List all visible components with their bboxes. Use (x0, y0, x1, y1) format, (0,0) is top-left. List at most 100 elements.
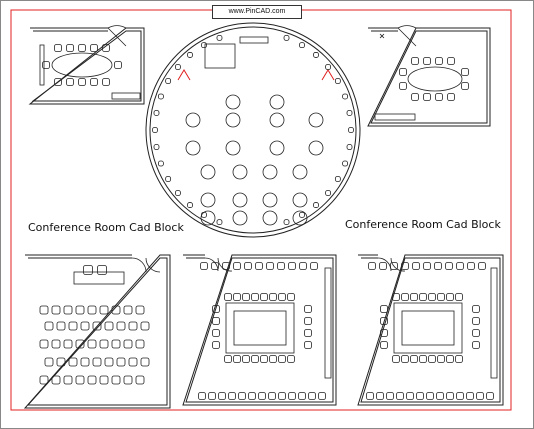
chair (116, 321, 126, 331)
chair (399, 68, 407, 76)
double-door (377, 257, 406, 272)
chair (63, 339, 73, 349)
chair (308, 392, 316, 400)
circular-wall-outer (145, 22, 361, 238)
chair (466, 392, 474, 400)
chair (216, 35, 223, 41)
chair (342, 160, 348, 167)
chair (212, 317, 220, 325)
chair (140, 357, 150, 367)
plant-symbol (379, 33, 385, 39)
chair (269, 112, 285, 128)
chair (102, 44, 110, 52)
wall-inner (26, 257, 168, 406)
chair (472, 341, 480, 349)
chair (242, 293, 250, 301)
chair (472, 329, 480, 337)
room-bottom-right (357, 254, 504, 406)
chair (92, 321, 102, 331)
chair (366, 392, 374, 400)
chair (304, 341, 312, 349)
chair (380, 305, 388, 313)
chair (461, 82, 469, 90)
chair (348, 127, 354, 133)
chair (201, 42, 207, 49)
chair (225, 94, 241, 110)
chair (299, 262, 307, 270)
chair (435, 57, 443, 65)
chair (419, 293, 427, 301)
chair (419, 355, 427, 363)
chair (54, 44, 62, 52)
chair (390, 262, 398, 270)
chair (123, 339, 133, 349)
chair (224, 355, 232, 363)
chair (90, 78, 98, 86)
chair (68, 357, 78, 367)
chair (456, 262, 464, 270)
chair (242, 355, 250, 363)
chair (304, 329, 312, 337)
chair (123, 375, 133, 385)
chair (153, 110, 160, 116)
chair (260, 293, 268, 301)
chair (268, 392, 276, 400)
chair (44, 321, 54, 331)
chair (200, 192, 216, 208)
chair (447, 93, 455, 101)
chair (472, 305, 480, 313)
chair (269, 140, 285, 156)
chair (446, 355, 454, 363)
chair (266, 262, 274, 270)
chair (435, 93, 443, 101)
chair (269, 293, 277, 301)
chair (262, 210, 278, 226)
chair (278, 293, 286, 301)
wall-inner (370, 30, 488, 124)
wall-panels (152, 35, 354, 225)
chair (135, 339, 145, 349)
chair (412, 262, 420, 270)
double-door (131, 257, 161, 273)
chair (304, 317, 312, 325)
chair (248, 392, 256, 400)
chair (165, 78, 172, 84)
chair (399, 82, 407, 90)
chair (99, 339, 109, 349)
chair (262, 192, 278, 208)
chair (66, 44, 74, 52)
chair (54, 78, 62, 86)
chair (308, 112, 324, 128)
chair (446, 293, 454, 301)
chair (288, 392, 296, 400)
chair (292, 164, 308, 180)
chair (222, 262, 230, 270)
chair (232, 192, 248, 208)
chair-group (42, 44, 122, 86)
chair (476, 392, 484, 400)
room-bottom-left (23, 254, 171, 409)
chair (260, 355, 268, 363)
chair (376, 392, 384, 400)
chair (51, 305, 61, 315)
credenza (374, 113, 416, 121)
chair (334, 176, 341, 182)
chair (455, 293, 463, 301)
chair (401, 355, 409, 363)
chair (461, 68, 469, 76)
chair (212, 329, 220, 337)
chair (416, 392, 424, 400)
chair (426, 392, 434, 400)
chair-group (185, 94, 324, 226)
wall-inner (185, 257, 334, 403)
chair (310, 262, 318, 270)
chair (325, 190, 331, 196)
chair (437, 355, 445, 363)
chair (401, 262, 409, 270)
chair (99, 305, 109, 315)
side-cabinet (490, 267, 498, 379)
chair (200, 210, 216, 226)
chair (200, 164, 216, 180)
chair (102, 78, 110, 86)
credenza (239, 36, 269, 44)
